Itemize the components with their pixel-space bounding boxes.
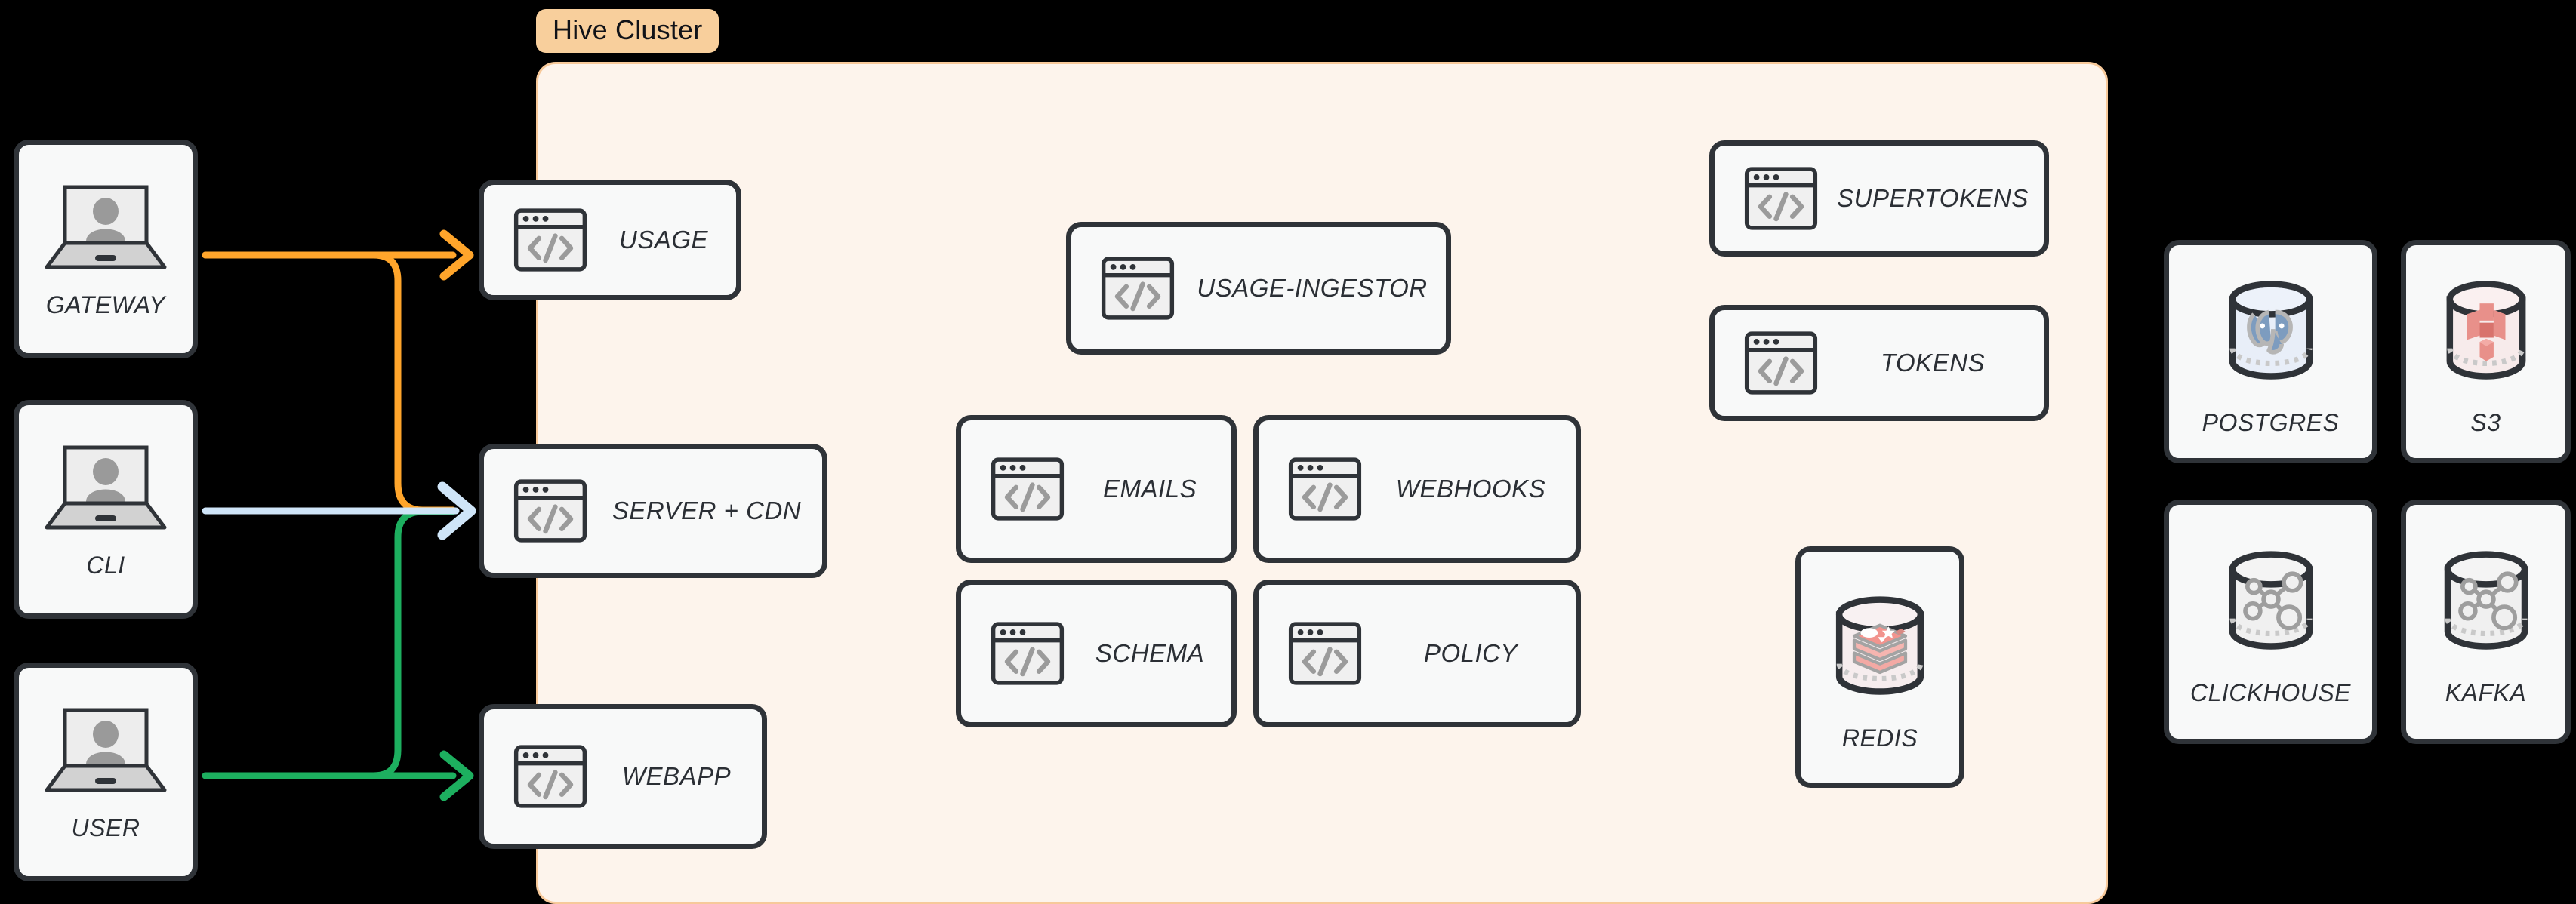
laptop-user-icon — [38, 703, 174, 801]
service-emails[interactable]: EMAILS — [956, 415, 1237, 563]
service-label: WEBHOOKS — [1395, 475, 1546, 503]
code-window-icon — [510, 199, 591, 281]
service-server-cdn[interactable]: SERVER + CDN — [479, 444, 827, 578]
service-usage[interactable]: USAGE — [479, 180, 741, 300]
client-label: CLI — [86, 551, 125, 579]
service-label: EMAILS — [1102, 475, 1197, 503]
graph-cylinder-icon — [2207, 537, 2335, 666]
hive-cluster-label: Hive Cluster — [536, 9, 719, 53]
postgres-cylinder-icon — [2207, 267, 2335, 395]
graph-cylinder-icon — [2422, 537, 2550, 666]
s3-cylinder-icon — [2422, 267, 2550, 395]
service-label: USAGE-INGESTOR — [1197, 274, 1428, 302]
laptop-user-icon — [38, 180, 174, 278]
service-webapp[interactable]: WEBAPP — [479, 704, 767, 849]
service-webhooks[interactable]: WEBHOOKS — [1253, 415, 1581, 563]
laptop-user-icon — [38, 440, 174, 538]
service-label: SERVER + CDN — [612, 497, 802, 524]
code-window-icon — [1740, 158, 1822, 239]
code-window-icon — [1284, 448, 1366, 530]
service-label: SCHEMA — [1095, 639, 1205, 667]
service-label: POLICY — [1423, 639, 1518, 667]
store-label: KAFKA — [2445, 678, 2527, 706]
store-label: S3 — [2470, 408, 2501, 436]
store-label: REDIS — [1841, 724, 1918, 752]
store-kafka[interactable]: KAFKA — [2401, 500, 2571, 744]
code-window-icon — [987, 613, 1068, 694]
service-label: SUPERTOKENS — [1837, 184, 2029, 212]
store-postgres[interactable]: POSTGRES — [2164, 240, 2377, 463]
store-label: POSTGRES — [2202, 408, 2340, 436]
code-window-icon — [1284, 613, 1366, 694]
service-usage-ingestor[interactable]: USAGE-INGESTOR — [1066, 222, 1451, 355]
service-schema[interactable]: SCHEMA — [956, 580, 1237, 727]
client-user[interactable]: USER — [14, 663, 198, 881]
service-label: WEBAPP — [621, 762, 732, 790]
code-window-icon — [1740, 322, 1822, 404]
store-clickhouse[interactable]: CLICKHOUSE — [2164, 500, 2377, 744]
store-label: CLICKHOUSE — [2189, 678, 2352, 706]
client-label: GATEWAY — [45, 291, 166, 318]
service-policy[interactable]: POLICY — [1253, 580, 1581, 727]
service-tokens[interactable]: TOKENS — [1709, 305, 2049, 421]
code-window-icon — [1097, 248, 1179, 329]
client-gateway[interactable]: GATEWAY — [14, 140, 198, 358]
code-window-icon — [510, 736, 591, 817]
code-window-icon — [987, 448, 1068, 530]
client-label: USER — [71, 813, 140, 841]
service-label: TOKENS — [1880, 349, 1986, 377]
redis-cylinder-icon — [1816, 583, 1944, 711]
store-s3[interactable]: S3 — [2401, 240, 2571, 463]
store-redis[interactable]: REDIS — [1795, 546, 1964, 788]
client-cli[interactable]: CLI — [14, 400, 198, 619]
code-window-icon — [510, 470, 591, 552]
service-label: USAGE — [618, 226, 709, 254]
service-supertokens[interactable]: SUPERTOKENS — [1709, 140, 2049, 257]
